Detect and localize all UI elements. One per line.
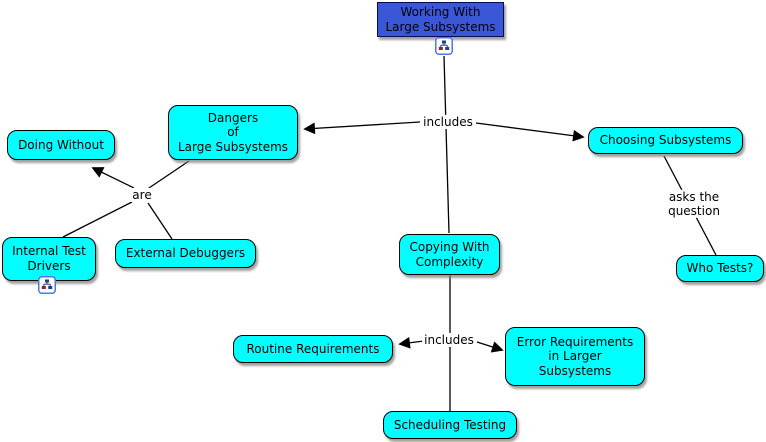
edge-includes-to-dangers (303, 121, 421, 135)
edge-includes-to-choosing (475, 122, 585, 142)
edge-are-to-internal-test-drivers (62, 201, 133, 238)
edge-dangers-to-are (145, 160, 190, 191)
edge-are-to-doing-without (91, 167, 135, 189)
concept-who-tests[interactable]: Who Tests? (676, 255, 764, 282)
concept-doing-without[interactable]: Doing Without (7, 130, 115, 160)
concept-routine-requirements[interactable]: Routine Requirements (233, 335, 393, 363)
concept-map-icon[interactable] (38, 276, 56, 294)
concept-copying-with-complexity[interactable]: Copying With Complexity (399, 234, 500, 275)
edge-includes-to-routine (398, 336, 425, 349)
concept-scheduling-testing[interactable]: Scheduling Testing (383, 411, 517, 439)
linking-phrase-asks-the-question[interactable]: asks the question (666, 189, 722, 219)
concept-working-with-large-subsystems[interactable]: Working With Large Subsystems (377, 2, 504, 37)
linking-phrase-includes-bottom[interactable]: includes (422, 332, 476, 348)
linking-phrase-includes-top[interactable]: includes (421, 114, 475, 130)
edge-are-to-external-debuggers (147, 202, 173, 240)
concept-dangers-of-large-subsystems[interactable]: Dangers of Large Subsystems (168, 105, 298, 160)
concept-choosing-subsystems[interactable]: Choosing Subsystems (588, 127, 743, 154)
concept-error-requirements-in-larger-subsystems[interactable]: Error Requirements in Larger Subsystems (505, 327, 645, 386)
concept-map-icon[interactable] (435, 37, 453, 55)
linking-phrase-are[interactable]: are (130, 187, 154, 203)
concept-external-debuggers[interactable]: External Debuggers (115, 239, 256, 268)
edge-root-to-copying (443, 55, 450, 234)
edge-includes-to-error (476, 341, 504, 353)
concept-internal-test-drivers[interactable]: Internal Test Drivers (2, 237, 96, 281)
